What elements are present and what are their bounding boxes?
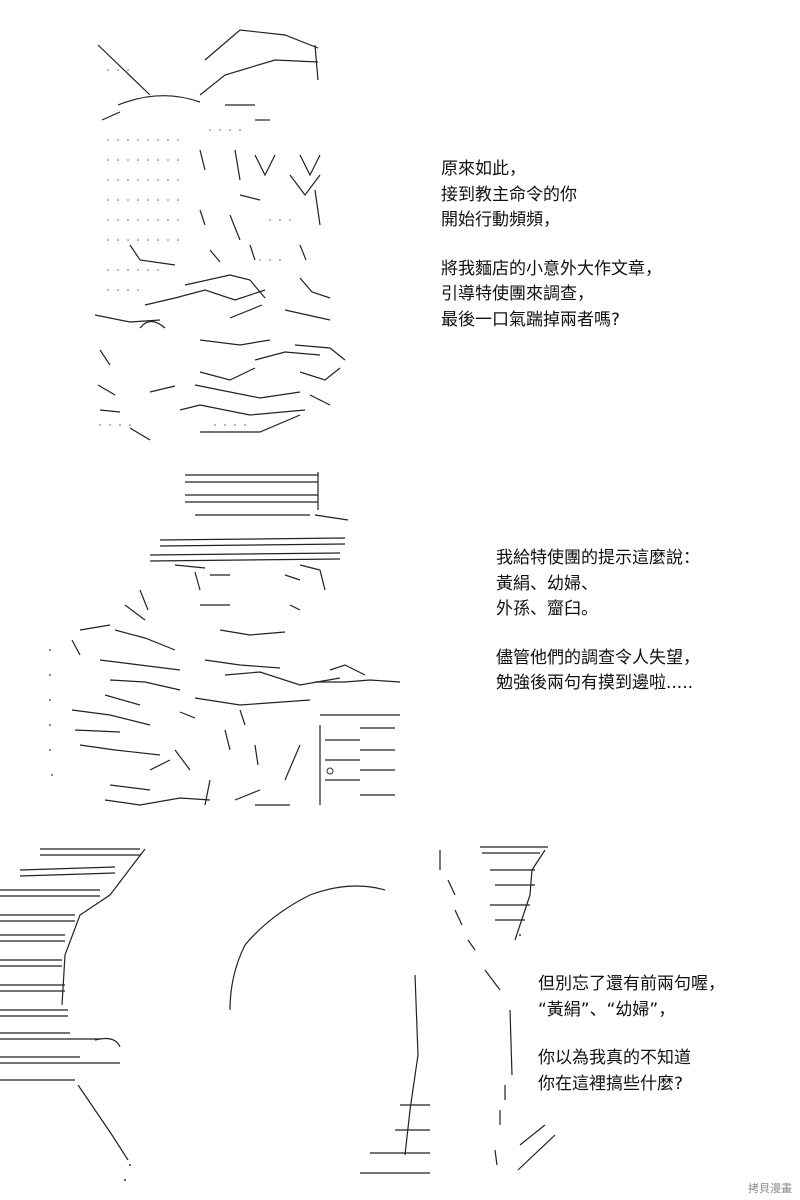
dialogue-line: 開始行動頻頻， — [441, 210, 560, 230]
hat-figure-art — [49, 472, 401, 806]
dialogue-line: 將我麵店的小意外大作文章， — [441, 258, 662, 279]
panel-3: 但別忘了還有前兩句喔， “黃絹”、“幼婦”， 你以為我真的不知道 你在這裡搞些什… — [0, 835, 800, 1200]
panel-1: 原來如此， 接到教主命令的你 開始行動頻頻， 將我麵店的小意外大作文章， 引導特… — [0, 0, 800, 450]
dialogue-line: 你在這裡搞些什麼? — [538, 1073, 684, 1094]
dialogue-line: 但別忘了還有前兩句喔， — [538, 974, 725, 994]
dialogue-caption-1: 原來如此， 接到教主命令的你 開始行動頻頻， 將我麵店的小意外大作文章， 引導特… — [441, 157, 662, 333]
dialogue-caption-2: 我給特使團的提示這麼說： 黃絹、幼婦、 外孫、齏臼。 儘管他們的調查令人失望， … — [496, 546, 700, 697]
dialogue-line: 引導特使團來調查， — [441, 284, 594, 304]
panel-2: 我給特使團的提示這麼說： 黃絹、幼婦、 外孫、齏臼。 儘管他們的調查令人失望， … — [0, 460, 800, 830]
dialogue-line: “黃絹”、“幼婦”， — [538, 999, 676, 1020]
dialogue-line: 儘管他們的調查令人失望， — [496, 647, 700, 668]
dialogue-caption-3: 但別忘了還有前兩句喔， “黃絹”、“幼婦”， 你以為我真的不知道 你在這裡搞些什… — [538, 972, 725, 1097]
closeup-figure-art — [0, 846, 556, 1181]
watermark-label: 拷貝漫畫 — [748, 1182, 792, 1195]
dialogue-line: 黃絹、幼婦、 — [496, 573, 598, 594]
hooded-figure-art — [94, 29, 346, 441]
dialogue-line: 勉強後兩句有摸到邊啦..... — [496, 673, 694, 693]
dialogue-line: 接到教主命令的你 — [441, 184, 577, 205]
dialogue-line: 原來如此， — [441, 159, 526, 179]
dialogue-line: 最後一口氣踹掉兩者嗎? — [441, 309, 621, 330]
dialogue-line: 你以為我真的不知道 — [538, 1048, 691, 1068]
dialogue-line: 外孫、齏臼。 — [496, 599, 598, 619]
dialogue-line: 我給特使團的提示這麼說： — [496, 548, 700, 568]
